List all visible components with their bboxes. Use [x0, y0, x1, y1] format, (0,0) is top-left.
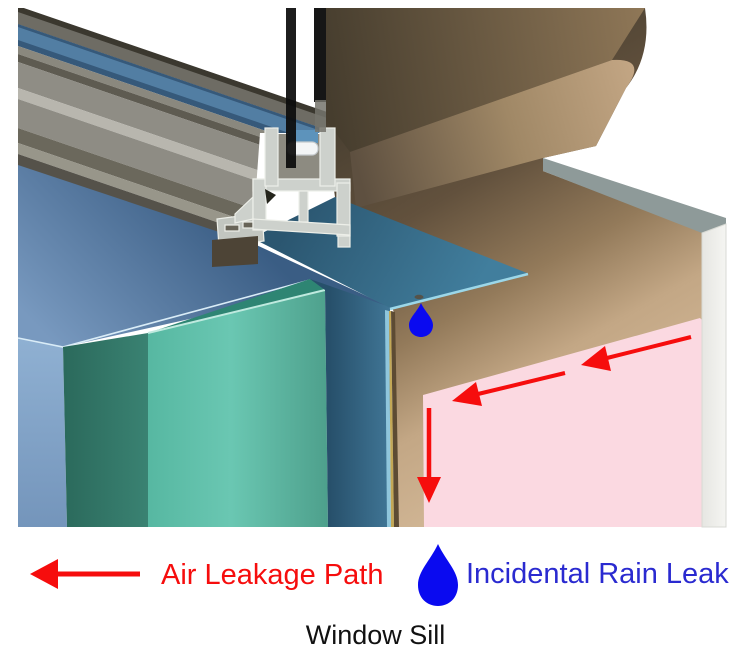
cavity-dark-blue-face: [310, 279, 390, 527]
legend-arrow-head: [30, 559, 58, 589]
insulation-left-face: [63, 333, 148, 527]
air-leakage-arrows: [417, 335, 692, 503]
air-arrow-2-head: [452, 382, 482, 406]
legend-droplet-icon: [418, 544, 458, 606]
leak-hole: [414, 294, 424, 300]
air-leakage-legend-label: Air Leakage Path: [161, 559, 384, 591]
legend-glyphs: [30, 544, 458, 606]
diagram-caption: Window Sill: [305, 620, 446, 650]
air-arrow-2-shaft: [477, 371, 566, 396]
rough-sill-sloped-top: [18, 165, 390, 347]
sealant-yellow-strip: [389, 311, 394, 527]
sheathing-gray-strip: [543, 158, 726, 233]
stool-front-bullnose: [350, 59, 635, 208]
rough-sill-front-face: [18, 338, 67, 527]
inner-glass-edge: [315, 100, 326, 132]
membrane-upturn-lightblue-strip: [385, 310, 391, 527]
membrane-front-edge-highlight: [389, 272, 529, 311]
glass-panes: [286, 8, 326, 168]
air-arrow-3-head: [417, 477, 441, 503]
outer-glass-pane: [286, 8, 296, 168]
inner-glass-pane: [314, 8, 326, 102]
frame-extrusion-band: [18, 8, 326, 245]
frame-cross-section: [212, 127, 351, 267]
insulation-edge-highlight: [147, 289, 326, 334]
exterior-white-strip: [701, 223, 727, 528]
gypsum-pink-face: [423, 318, 702, 527]
air-arrow-1-shaft: [606, 335, 692, 360]
insulation-front-face: [148, 290, 328, 527]
rain-leak-legend-label: Incidental Rain Leak: [466, 558, 729, 590]
air-arrow-1-head: [581, 346, 611, 371]
stool-top-face: [326, 8, 645, 152]
rain-leak-droplet: [409, 303, 433, 337]
shadow-brown-strip: [391, 311, 399, 527]
